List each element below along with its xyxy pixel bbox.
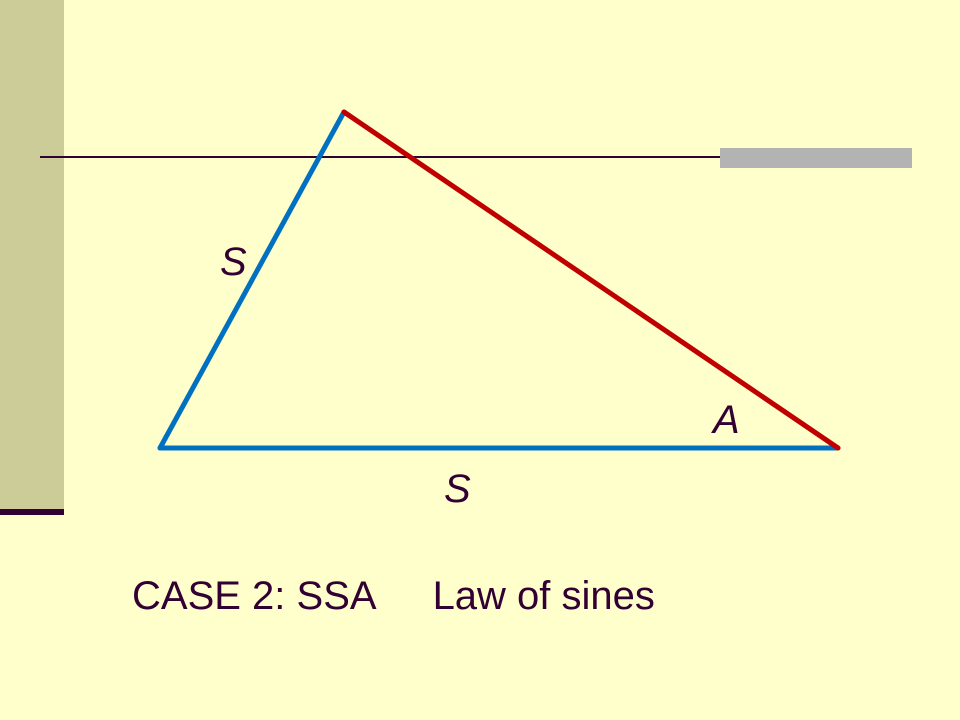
title-rule xyxy=(40,156,912,158)
side-third-line xyxy=(341,109,841,451)
angle-label: A xyxy=(713,398,740,442)
caption: CASE 2: SSA Law of sines xyxy=(132,576,655,616)
caption-case: CASE 2: SSA xyxy=(132,574,377,618)
caption-method: Law of sines xyxy=(432,574,655,618)
left-decor-bar-cap xyxy=(0,509,64,515)
side-left-line xyxy=(157,109,347,451)
accent-bar xyxy=(720,148,912,168)
left-decor-bar xyxy=(0,0,64,510)
side-label-bottom: S xyxy=(444,467,471,511)
side-label-left: S xyxy=(220,240,247,284)
